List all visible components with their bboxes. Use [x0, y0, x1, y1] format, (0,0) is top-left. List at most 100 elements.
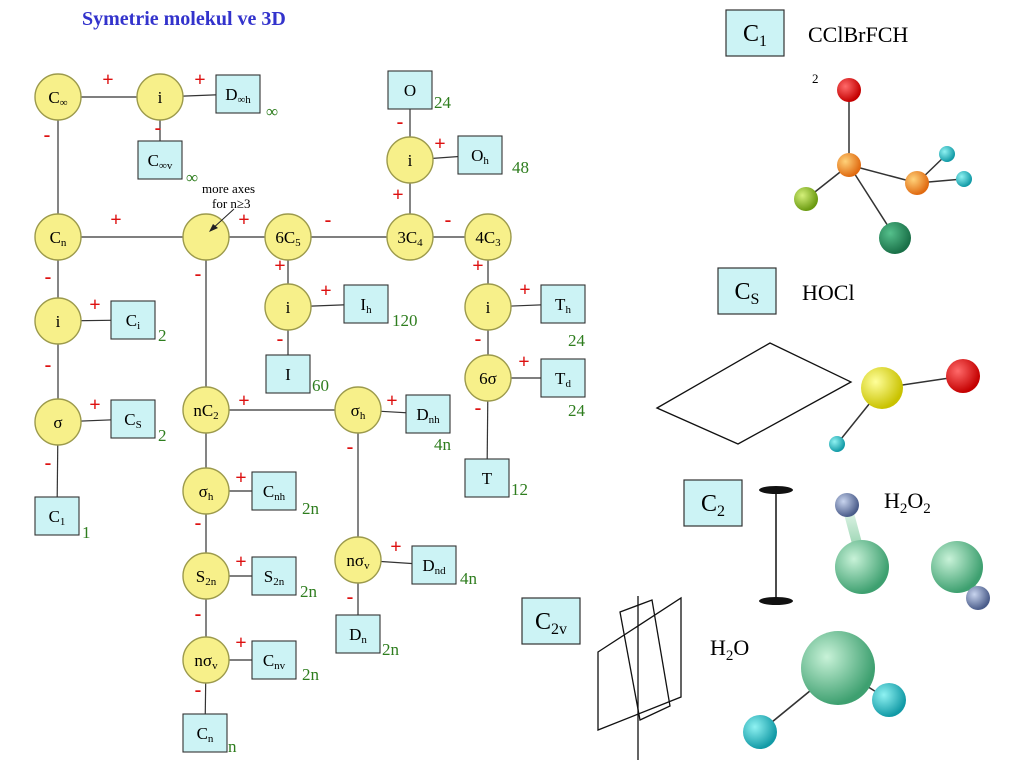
node-circle — [386, 213, 434, 261]
group-symbol: Ih — [360, 295, 372, 316]
node-cn: Cn — [34, 213, 82, 261]
group-box — [405, 394, 451, 434]
annotation: more axes for n≥3 — [202, 181, 255, 232]
node-circle — [464, 354, 512, 402]
node-iCn: i — [34, 297, 82, 345]
group-box — [110, 399, 156, 439]
group-order: 1 — [82, 523, 91, 542]
node-circle — [264, 283, 312, 331]
group-box — [411, 545, 457, 585]
node-label: 3C4 — [397, 228, 423, 249]
node-label: nσv — [194, 651, 218, 672]
group-order: 4n — [434, 435, 452, 454]
group-C1: C1 1 — [34, 496, 91, 542]
group-order: 4n — [460, 569, 478, 588]
group-cinfv: C∞v∞ — [137, 140, 198, 187]
molecule-hocl — [829, 359, 980, 452]
group-order: 24 — [568, 401, 586, 420]
minus-sign: - — [277, 328, 284, 350]
plus-sign: + — [89, 394, 100, 416]
plus-sign: + — [472, 255, 483, 277]
node-c4: 3C4 — [386, 213, 434, 261]
example-group-box — [683, 479, 743, 527]
group-box — [251, 640, 297, 680]
plus-sign: + — [392, 184, 403, 206]
node-iO: i — [386, 136, 434, 184]
group-order: 2n — [382, 640, 400, 659]
node-label: S2n — [196, 567, 217, 588]
minus-sign: - — [45, 354, 52, 376]
group-order: 60 — [312, 376, 329, 395]
node-circle — [264, 213, 312, 261]
atom-red — [837, 78, 861, 102]
example-note: 2 — [812, 71, 819, 86]
example-formula: H2O — [710, 635, 749, 664]
node-label: C∞ — [48, 88, 67, 109]
atom-oxygen — [835, 540, 889, 594]
node-label: i — [408, 151, 413, 170]
group-I: I60 — [265, 354, 329, 395]
group-order: 24 — [434, 93, 452, 112]
minus-sign: - — [325, 209, 332, 231]
atom-hydrogen — [829, 436, 845, 452]
group-symbol: C1 — [49, 507, 66, 528]
group-order: n — [228, 737, 237, 756]
group-box — [251, 471, 297, 511]
example-group-box — [717, 267, 777, 315]
group-dinfh: D∞h∞ — [215, 74, 278, 121]
node-label: nσv — [346, 551, 370, 572]
plus-sign: + — [89, 294, 100, 316]
node-iC5: i — [264, 283, 312, 331]
group-box — [251, 556, 297, 596]
group-symbol: C∞v — [148, 151, 173, 172]
group-order: 2n — [300, 582, 318, 601]
node-circle — [464, 213, 512, 261]
node-sigCn: σ — [34, 398, 82, 446]
group-box — [540, 358, 586, 398]
minus-sign: - — [45, 452, 52, 474]
group-order: 48 — [512, 158, 529, 177]
example-group-symbol: C2v — [535, 609, 567, 638]
plus-sign: + — [235, 551, 246, 573]
annotation-n-ge-3: for n≥3 — [212, 196, 251, 211]
plus-sign: + — [235, 467, 246, 489]
node-circle — [34, 73, 82, 121]
example-formula: CClBrFCH — [808, 22, 908, 47]
minus-sign: - — [397, 111, 404, 133]
atom-oxygen-2 — [931, 541, 983, 593]
plus-sign: + — [238, 390, 249, 412]
group-box — [137, 140, 183, 180]
node-label: nC2 — [193, 401, 218, 422]
atom-dark-green — [879, 222, 911, 254]
group-symbol: Cnv — [263, 651, 286, 672]
plus-sign: + — [274, 255, 285, 277]
group-T: T12 — [464, 458, 528, 499]
node-i1: i — [136, 73, 184, 121]
plus-sign: + — [110, 209, 121, 231]
group-order: 2 — [158, 426, 167, 445]
group-box — [540, 284, 586, 324]
node-label: 4C3 — [475, 228, 501, 249]
example-group-box — [725, 9, 785, 57]
node-sig6: 6σ — [464, 354, 512, 402]
group-symbol: S2n — [264, 567, 285, 588]
molecule-illustrations — [597, 78, 990, 760]
example-formula: HOCl — [802, 280, 855, 305]
plus-sign: + — [194, 69, 205, 91]
connector-signs: ++--++--+-+-+-+-++-++-+--++-+-+-+-+- — [44, 69, 531, 701]
node-circle — [334, 386, 382, 434]
minus-sign: - — [155, 117, 162, 139]
node-circle — [182, 552, 230, 600]
node-c5: 6C5 — [264, 213, 312, 261]
group-S2n: S2n 2n — [251, 556, 318, 601]
minus-sign: - — [195, 512, 202, 534]
node-sigh2: σh — [334, 386, 382, 434]
group-symbol: Dnh — [416, 405, 440, 426]
atom-oxygen — [946, 359, 980, 393]
